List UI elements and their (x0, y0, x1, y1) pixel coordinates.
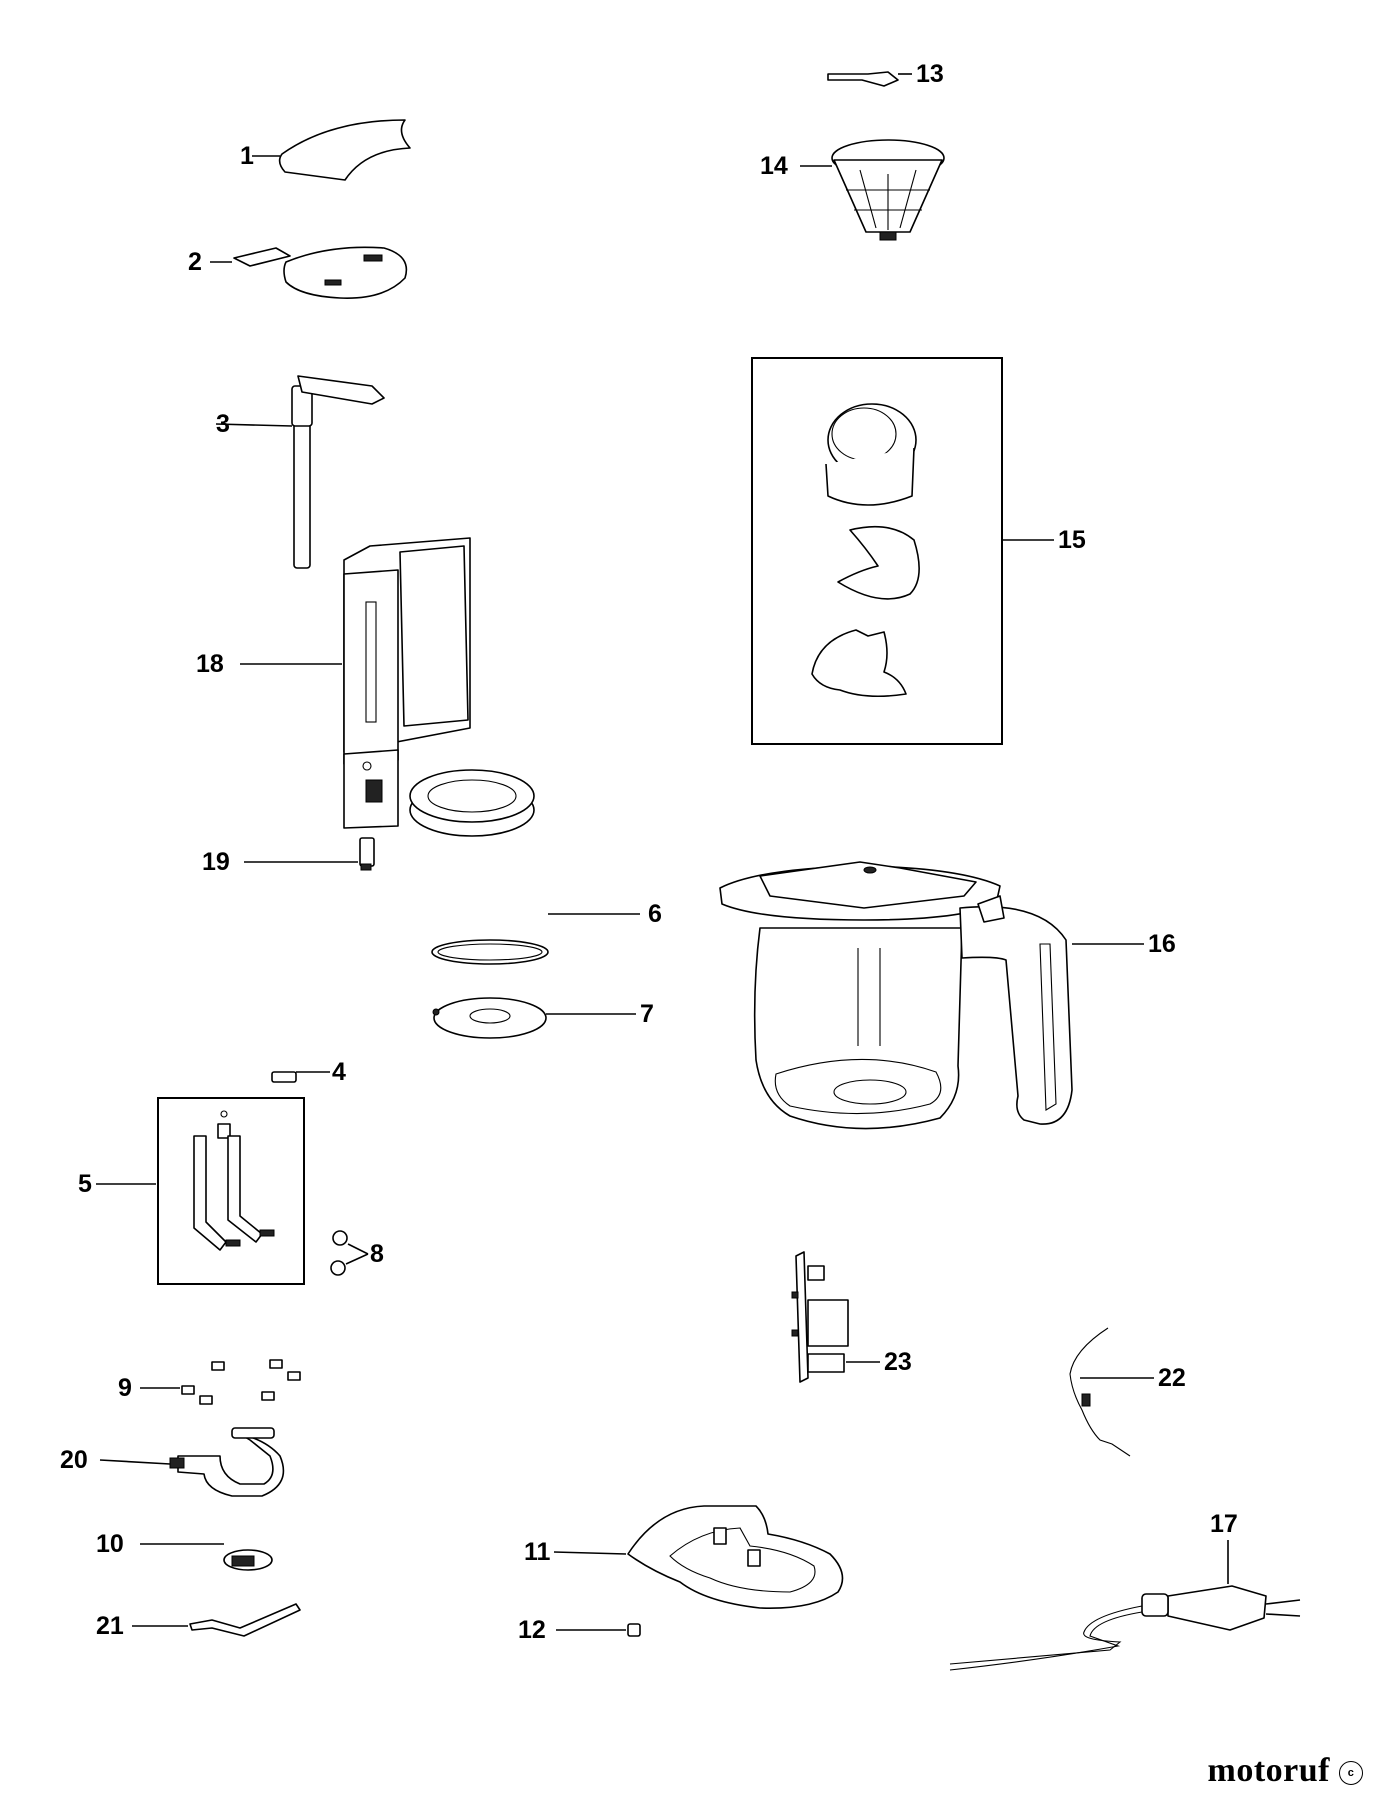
part-22-wire-lead: 22 (1069, 1327, 1186, 1457)
part-18-main-housing: 18 (196, 537, 535, 837)
watermark-logo: motoruf c (1208, 1752, 1363, 1790)
callout-2: 2 (188, 248, 202, 276)
callout-21: 21 (96, 1612, 124, 1640)
part-1-lid-cover: 1 (240, 119, 411, 181)
callout-11: 11 (524, 1538, 551, 1566)
part-13-measuring-scoop: 13 (827, 60, 944, 88)
callout-15: 15 (1058, 526, 1086, 554)
part-2-shower-plate: 2 (188, 246, 408, 299)
watermark-text: motoruf (1207, 1752, 1330, 1789)
part-6-seal-ring: 6 (431, 900, 662, 965)
callout-22: 22 (1158, 1364, 1186, 1392)
callout-19: 19 (202, 848, 230, 876)
callout-13: 13 (916, 60, 944, 88)
callout-8: 8 (370, 1240, 384, 1268)
callout-12: 12 (518, 1616, 546, 1644)
callout-23: 23 (884, 1348, 912, 1376)
part-19-switch: 19 (202, 837, 375, 876)
callout-7: 7 (640, 1000, 654, 1028)
part-20-heating-element: 20 (60, 1427, 285, 1497)
callout-14: 14 (760, 152, 788, 180)
callout-20: 20 (60, 1446, 88, 1474)
part-10-thermostat: 10 (96, 1530, 273, 1571)
callout-5: 5 (78, 1170, 92, 1198)
part-16-glass-carafe: 16 (719, 861, 1176, 1130)
part-3-outlet-tube: 3 (215, 375, 385, 569)
callout-1: 1 (240, 142, 254, 170)
callout-3: 3 (216, 410, 230, 438)
callout-6: 6 (648, 900, 662, 928)
part-8-o-rings: 8 (330, 1230, 384, 1276)
part-11-base-plate: 11 (524, 1505, 844, 1609)
part-15-filter-holder-assembly: 15 (751, 357, 1086, 745)
callout-18: 18 (196, 650, 224, 678)
callout-10: 10 (96, 1530, 124, 1558)
part-14-filter-basket: 14 (760, 139, 945, 241)
part-21-bracket: 21 (96, 1603, 301, 1640)
part-4-clip: 4 (271, 1058, 346, 1086)
callout-4: 4 (332, 1058, 346, 1086)
part-5-heater-tube-kit: 5 (78, 1097, 305, 1285)
watermark-mark: c (1339, 1761, 1363, 1786)
part-23-control-board: 23 (791, 1251, 912, 1383)
callout-16: 16 (1148, 930, 1176, 958)
part-12-rubber-foot: 12 (518, 1616, 641, 1644)
callout-17: 17 (1210, 1510, 1238, 1538)
part-7-warming-plate: 7 (432, 997, 654, 1039)
part-9-clip-set: 9 (118, 1359, 301, 1405)
part-17-power-cord: 17 (949, 1510, 1301, 1671)
callout-9: 9 (118, 1374, 132, 1402)
